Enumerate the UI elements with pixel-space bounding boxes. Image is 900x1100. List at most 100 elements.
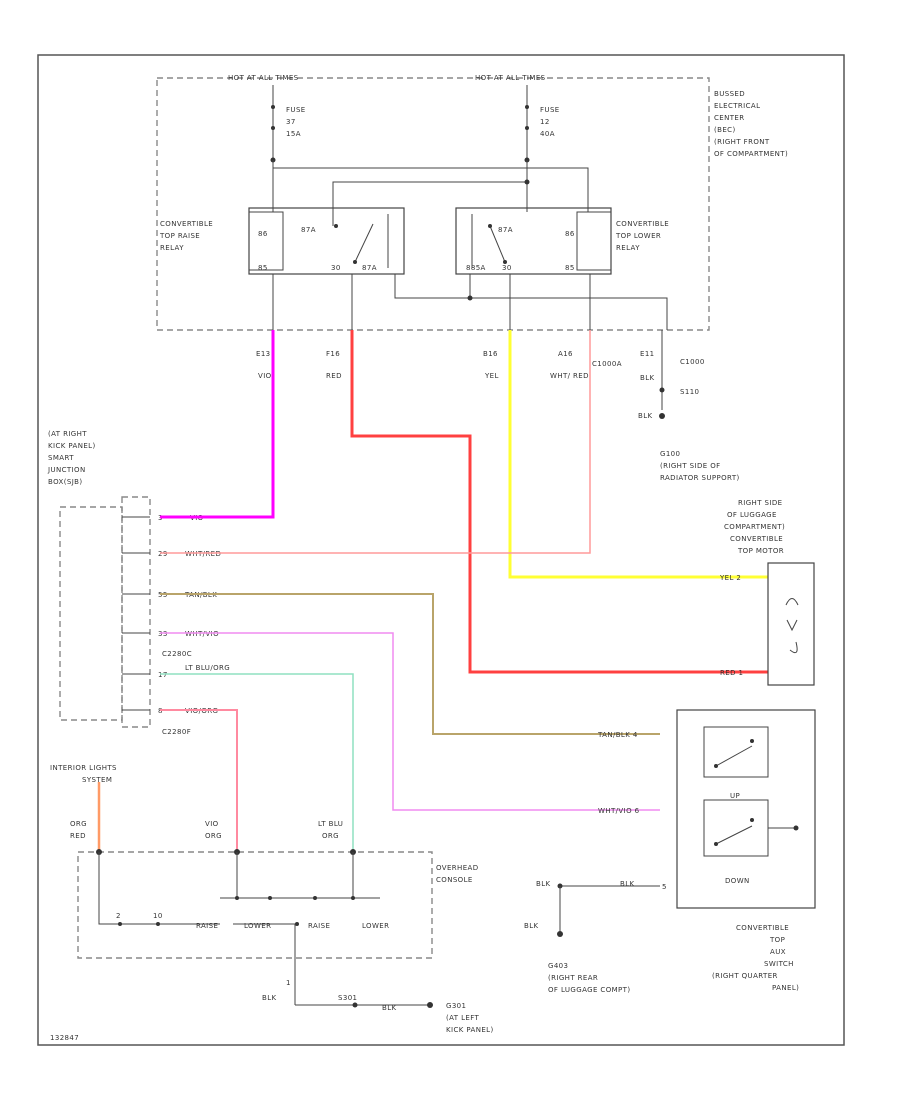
svg-text:85: 85 (565, 264, 575, 272)
svg-text:BLK: BLK (638, 412, 653, 420)
motor-pin-red: RED 1 (720, 669, 743, 677)
svg-text:OF LUGGAGE COMPT): OF LUGGAGE COMPT) (548, 986, 631, 994)
svg-text:C2280F: C2280F (162, 728, 191, 736)
sjb-pins: 3 29 55 33 17 8 VIO WHT/RED TAN/BLK WHT/… (122, 514, 230, 736)
svg-text:A16: A16 (558, 350, 573, 358)
wire-red (350, 330, 768, 674)
svg-text:RAISE: RAISE (196, 922, 218, 930)
svg-text:ORG: ORG (205, 832, 222, 840)
svg-text:OF LUGGAGE: OF LUGGAGE (727, 511, 777, 519)
svg-text:TOP LOWER: TOP LOWER (615, 232, 661, 240)
svg-text:ELECTRICAL: ELECTRICAL (714, 102, 760, 110)
ground-g403-label: G403 (RIGHT REAR OF LUGGAGE COMPT) (548, 962, 631, 994)
svg-text:(AT LEFT: (AT LEFT (446, 1014, 480, 1022)
svg-text:BLK: BLK (262, 994, 277, 1002)
aux-switch (676, 709, 816, 909)
svg-text:ORG: ORG (322, 832, 339, 840)
svg-text:30: 30 (502, 264, 512, 272)
svg-text:RELAY: RELAY (616, 244, 640, 252)
ground-g301-label: G301 (AT LEFT KICK PANEL) (446, 1002, 494, 1034)
g301-wire: BLK (382, 1004, 397, 1012)
svg-text:TOP MOTOR: TOP MOTOR (737, 547, 784, 555)
bec-module (156, 77, 710, 331)
smart-junction-label: (AT RIGHT KICK PANEL) SMART JUNCTION BOX… (47, 430, 96, 486)
svg-text:INTERIOR LIGHTS: INTERIOR LIGHTS (50, 764, 117, 772)
svg-text:OVERHEAD: OVERHEAD (436, 864, 479, 872)
svg-text:G100: G100 (660, 450, 680, 458)
svg-text:RIGHT SIDE: RIGHT SIDE (738, 499, 782, 507)
svg-text:30: 30 (331, 264, 341, 272)
power-feed-right: HOT AT ALL TIMES (475, 74, 546, 82)
fuse-left-rating: 15A (286, 130, 301, 138)
svg-text:JUNCTION: JUNCTION (47, 466, 86, 474)
s301-label: S301 (338, 994, 357, 1002)
g403-wire-side: BLK (524, 922, 539, 930)
svg-text:TOP: TOP (769, 936, 785, 944)
c1000-connector-labels: E11 C1000 C1000A BLK S110 BLK (592, 350, 705, 420)
motor-pin-yel: YEL 2 (719, 574, 741, 582)
svg-text:885A: 885A (466, 264, 486, 272)
svg-text:33: 33 (158, 630, 168, 638)
switch-ground-wire: BLK (620, 880, 635, 888)
raise-relay-label: CONVERTIBLE TOP RAISE RELAY (159, 220, 213, 252)
aux-switch-label: CONVERTIBLE TOP AUX SWITCH (RIGHT QUARTE… (712, 924, 799, 992)
wire-vio-org (160, 709, 238, 852)
diagram-frame (37, 54, 845, 1046)
svg-text:LOWER: LOWER (244, 922, 271, 930)
convertible-top-motor (767, 562, 815, 686)
svg-text:CONVERTIBLE: CONVERTIBLE (616, 220, 669, 228)
svg-text:SMART: SMART (48, 454, 74, 462)
svg-text:RADIATOR SUPPORT): RADIATOR SUPPORT) (660, 474, 740, 482)
svg-text:S110: S110 (680, 388, 699, 396)
smart-junction-box (59, 506, 123, 721)
svg-text:1: 1 (286, 979, 291, 987)
wire-lt-blu-org (160, 673, 354, 852)
svg-text:87A: 87A (301, 226, 316, 234)
svg-text:C1000: C1000 (680, 358, 705, 366)
svg-text:BUSSED: BUSSED (714, 90, 745, 98)
wire-wht-red (160, 330, 591, 554)
svg-text:CONVERTIBLE: CONVERTIBLE (160, 220, 213, 228)
svg-text:LT BLU/ORG: LT BLU/ORG (185, 664, 230, 672)
svg-text:WHT/VIO: WHT/VIO (185, 630, 219, 638)
footer-code: 132847 (50, 1034, 79, 1042)
svg-text:ORG: ORG (70, 820, 87, 828)
svg-text:OF COMPARTMENT): OF COMPARTMENT) (714, 150, 788, 158)
svg-text:(RIGHT FRONT: (RIGHT FRONT (714, 138, 770, 146)
bec-pin-labels: E13 VIO F16 RED B16 YEL A16 WHT/ RED (256, 350, 589, 380)
svg-text:YEL: YEL (484, 372, 499, 380)
bec-label: BUSSED ELECTRICAL CENTER (BEC) (RIGHT FR… (714, 90, 788, 158)
switch-input-top: TAN/BLK 4 (597, 731, 638, 739)
svg-text:(BEC): (BEC) (714, 126, 736, 134)
wire-vio (160, 330, 275, 519)
svg-text:10: 10 (153, 912, 163, 920)
switch-ground-pin: 5 (662, 883, 667, 891)
ground-g100-label: G100 (RIGHT SIDE OF RADIATOR SUPPORT) (660, 450, 740, 482)
svg-text:CONSOLE: CONSOLE (436, 876, 473, 884)
svg-text:BOX(SJB): BOX(SJB) (48, 478, 83, 486)
svg-text:17: 17 (158, 671, 168, 679)
overhead-console-label: OVERHEAD CONSOLE (436, 864, 479, 884)
svg-text:LT BLU: LT BLU (318, 820, 343, 828)
switch-down-label: DOWN (725, 877, 750, 885)
motor-label: RIGHT SIDE OF LUGGAGE COMPARTMENT) CONVE… (724, 499, 785, 555)
svg-text:KICK PANEL): KICK PANEL) (48, 442, 96, 450)
wire-yel (508, 330, 768, 579)
svg-text:CONVERTIBLE: CONVERTIBLE (730, 535, 783, 543)
svg-text:KICK PANEL): KICK PANEL) (446, 1026, 494, 1034)
fuse-right-rating: 40A (540, 130, 555, 138)
wire-tan-blk (160, 593, 660, 735)
svg-text:E13: E13 (256, 350, 271, 358)
overhead-console (77, 851, 433, 959)
svg-text:C2280C: C2280C (162, 650, 192, 658)
svg-text:G403: G403 (548, 962, 568, 970)
svg-text:RED: RED (326, 372, 342, 380)
svg-text:PANEL): PANEL) (772, 984, 799, 992)
svg-text:AUX: AUX (770, 948, 786, 956)
svg-text:LOWER: LOWER (362, 922, 389, 930)
svg-text:C1000A: C1000A (592, 360, 622, 368)
lower-relay-label: CONVERTIBLE TOP LOWER RELAY (615, 220, 669, 252)
svg-text:VIO: VIO (205, 820, 219, 828)
switch-input-bottom: WHT/VIO 6 (598, 807, 640, 815)
